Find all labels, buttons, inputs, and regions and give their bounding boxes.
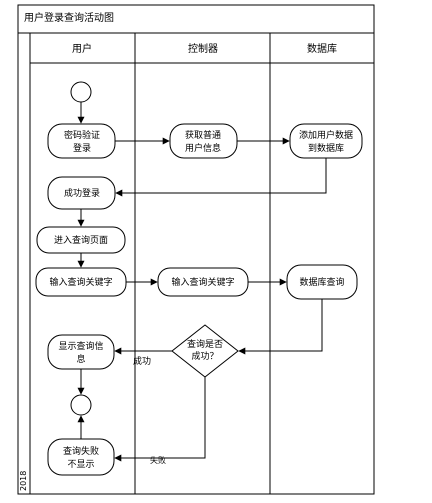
lane-label-user: 用户 (72, 42, 92, 55)
node-add-user-data-line1: 添加用户数据 (299, 129, 353, 141)
lane-label-database: 数据库 (307, 42, 337, 55)
lane-label-controller: 控制器 (188, 42, 218, 55)
diagram-frame (17, 4, 375, 495)
node-input-keyword-user-text: 输入查询关键字 (49, 276, 112, 288)
node-password-verify-line1: 密码验证 (64, 129, 100, 141)
node-enter-query-page-text: 进入查询页面 (54, 234, 108, 246)
node-add-user-data-line2: 到数据库 (308, 142, 344, 154)
node-query-fail-hide-line1: 查询失败 (63, 445, 99, 457)
edge-label-fail: 失败 (150, 455, 166, 465)
edge-decision-fail (114, 377, 206, 462)
node-login-success-text: 成功登录 (64, 187, 100, 199)
node-get-user-info-line1: 获取普通 (185, 129, 221, 141)
edge-adddata-to-loginsuccess (115, 158, 327, 197)
node-input-keyword-controller-text: 输入查询关键字 (171, 276, 234, 288)
decision-query-success-line1: 查询是否 (187, 338, 223, 350)
decision-query-success-line2: 成功？ (191, 350, 218, 362)
side-label: 2018 (19, 471, 28, 491)
edge-dbquery-to-decision (238, 299, 323, 355)
diagram-title: 用户登录查询活动图 (24, 11, 114, 24)
merge-node (70, 394, 92, 416)
node-get-user-info-line2: 用户信息 (185, 142, 221, 154)
node-query-fail-hide-line2: 不显示 (67, 459, 94, 470)
node-show-query-info-line1: 显示查询信 (58, 340, 103, 352)
node-db-query-text: 数据库查询 (299, 276, 344, 288)
node-password-verify-line2: 登录 (73, 143, 91, 154)
start-node (70, 81, 92, 103)
node-show-query-info-line2: 息 (76, 353, 85, 365)
decision-query-success (171, 324, 239, 378)
edge-label-success: 成功 (133, 355, 151, 367)
